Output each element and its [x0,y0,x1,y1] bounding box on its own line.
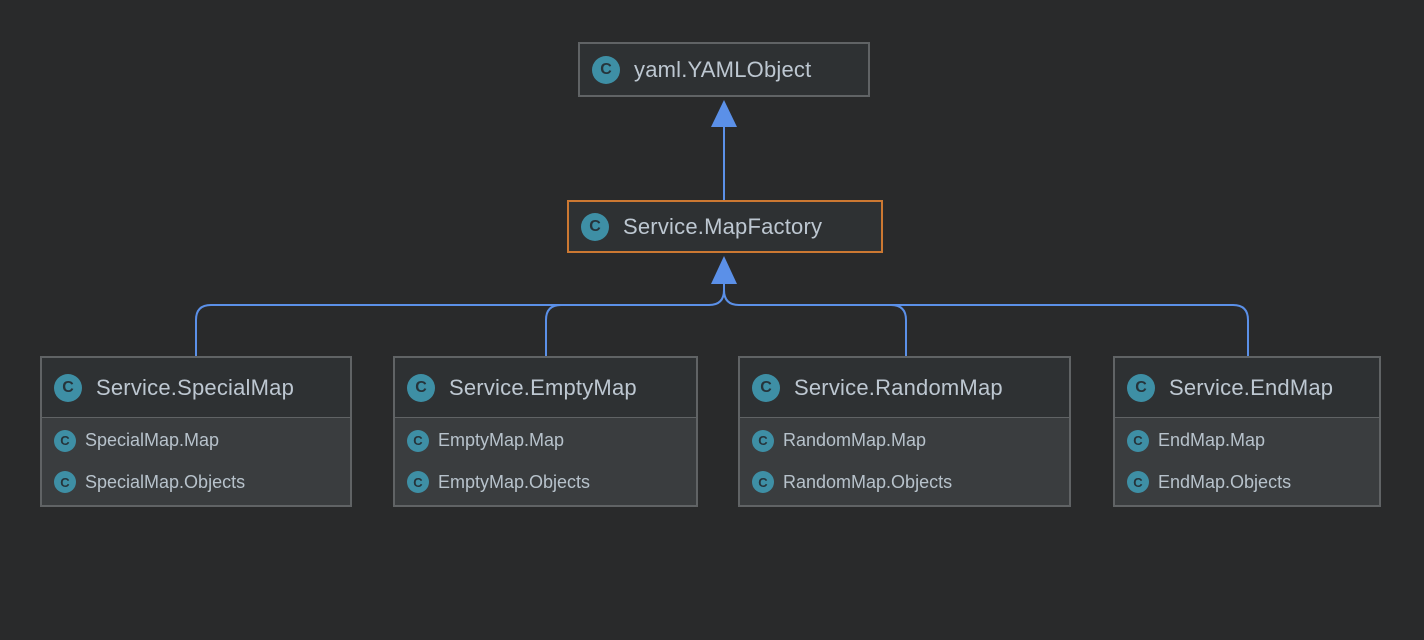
class-members: C RandomMap.Map C RandomMap.Objects [740,418,1069,505]
class-icon: C [54,373,82,402]
class-header: C Service.EndMap [1115,358,1379,418]
member-label: RandomMap.Objects [783,471,953,492]
member-row[interactable]: C EmptyMap.Map [395,429,696,452]
class-icon: C [752,429,774,452]
class-members: C EmptyMap.Map C EmptyMap.Objects [395,418,696,505]
member-label: SpecialMap.Objects [85,471,246,492]
member-label: EmptyMap.Objects [438,471,591,492]
class-node-service-emptymap[interactable]: C Service.EmptyMap C EmptyMap.Map C Empt… [393,356,698,507]
edge-endmap-to-mapfactory[interactable] [723,289,1249,356]
class-header: C Service.EmptyMap [395,358,696,418]
class-header: C Service.MapFactory [569,202,881,251]
member-label: RandomMap.Map [783,430,927,451]
class-icon: C [407,471,429,494]
class-header: C yaml.YAMLObject [580,44,868,95]
class-node-service-randommap[interactable]: C Service.RandomMap C RandomMap.Map C Ra… [738,356,1071,507]
member-row[interactable]: C EndMap.Objects [1115,471,1379,494]
edge-randommap-to-mapfactory[interactable] [890,304,907,356]
member-row[interactable]: C RandomMap.Map [740,429,1069,452]
class-icon: C [54,429,76,452]
member-label: EndMap.Objects [1158,471,1292,492]
class-icon: C [1127,429,1149,452]
member-label: SpecialMap.Map [85,430,220,451]
class-title: Service.MapFactory [623,213,823,239]
class-members: C EndMap.Map C EndMap.Objects [1115,418,1379,505]
class-icon: C [592,55,620,84]
arrowhead-to-yamlobject-icon [711,100,737,127]
class-node-yaml-yamlobject[interactable]: C yaml.YAMLObject [578,42,870,97]
class-icon: C [1127,373,1155,402]
class-icon: C [54,471,76,494]
class-icon: C [752,471,774,494]
member-label: EndMap.Map [1158,430,1266,451]
class-icon: C [1127,471,1149,494]
edge-specialmap-to-mapfactory[interactable] [195,283,725,356]
member-row[interactable]: C RandomMap.Objects [740,471,1069,494]
member-row[interactable]: C EndMap.Map [1115,429,1379,452]
class-icon: C [407,429,429,452]
class-icon: C [581,212,609,241]
class-node-service-specialmap[interactable]: C Service.SpecialMap C SpecialMap.Map C … [40,356,352,507]
class-members: C SpecialMap.Map C SpecialMap.Objects [42,418,350,505]
member-row[interactable]: C SpecialMap.Objects [42,471,350,494]
class-title: Service.EndMap [1169,374,1334,400]
class-title: Service.EmptyMap [449,374,637,400]
member-row[interactable]: C EmptyMap.Objects [395,471,696,494]
class-icon: C [752,373,780,402]
edge-emptymap-to-mapfactory[interactable] [545,304,562,356]
class-title: Service.RandomMap [794,374,1003,400]
class-node-service-mapfactory[interactable]: C Service.MapFactory [567,200,883,253]
class-icon: C [407,373,435,402]
class-title: Service.SpecialMap [96,374,295,400]
member-label: EmptyMap.Map [438,430,565,451]
class-header: C Service.RandomMap [740,358,1069,418]
arrowhead-to-mapfactory-icon [711,256,737,284]
member-row[interactable]: C SpecialMap.Map [42,429,350,452]
class-node-service-endmap[interactable]: C Service.EndMap C EndMap.Map C EndMap.O… [1113,356,1381,507]
class-title: yaml.YAMLObject [634,56,812,82]
class-header: C Service.SpecialMap [42,358,350,418]
